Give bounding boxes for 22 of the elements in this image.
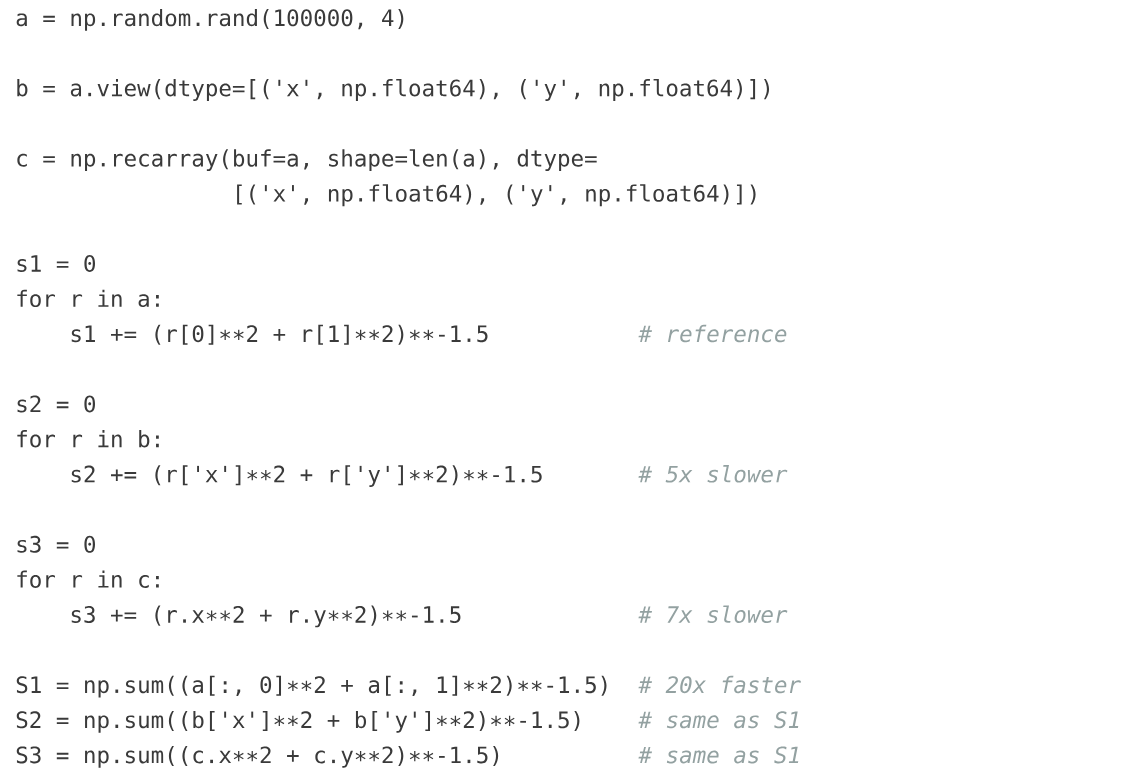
code-comment: # same as S1 bbox=[638, 711, 799, 729]
code-line: s2 = 0 bbox=[17, 395, 95, 413]
code-line: S2 = np.sum((b['x']∗∗2 + b['y']∗∗2)∗∗-1.5) bbox=[16, 710, 580, 733]
code-line: s3 += (r.x∗∗2 + r.y∗∗2)∗∗-1.5 bbox=[71, 605, 461, 628]
code-comment: # 7x slower bbox=[638, 605, 788, 623]
code-line: S3 = np.sum((c.x∗∗2 + c.y∗∗2)∗∗-1.5) bbox=[16, 746, 499, 768]
code-line: S1 = np.sum((a[:, 0]∗∗2 + a[:, 1]∗∗2)∗∗-1.5) bbox=[16, 675, 607, 698]
code-line: s1 += (r[0]∗∗2 + r[1]∗∗2)∗∗-1.5 bbox=[71, 324, 488, 345]
code-line: a = np.random.rand(100000, 4) bbox=[16, 8, 404, 31]
code-comment: # reference bbox=[638, 324, 787, 343]
code-line: s3 = 0 bbox=[17, 535, 95, 553]
code-comment: # 5x slower bbox=[638, 465, 788, 483]
code-line: c = np.recarray(buf=a, shape=len(a), dtype= bbox=[17, 149, 597, 172]
code-line: s1 = 0 bbox=[17, 255, 95, 272]
code-line: s2 += (r['x']∗∗2 + r['y']∗∗2)∗∗-1.5 bbox=[71, 465, 542, 487]
code-comment: # 20x faster bbox=[638, 675, 801, 694]
code-line: b = a.view(dtype=[('x', np.float64), ('y', np.float64)]) bbox=[17, 78, 770, 101]
code-line: for r in a: bbox=[17, 289, 159, 308]
code-comment: # same as S1 bbox=[638, 746, 799, 764]
code-line: for r in b: bbox=[17, 430, 159, 448]
code-line: for r in c: bbox=[17, 570, 159, 588]
code-line: [('x', np.float64), ('y', np.float64)]) bbox=[237, 184, 756, 207]
